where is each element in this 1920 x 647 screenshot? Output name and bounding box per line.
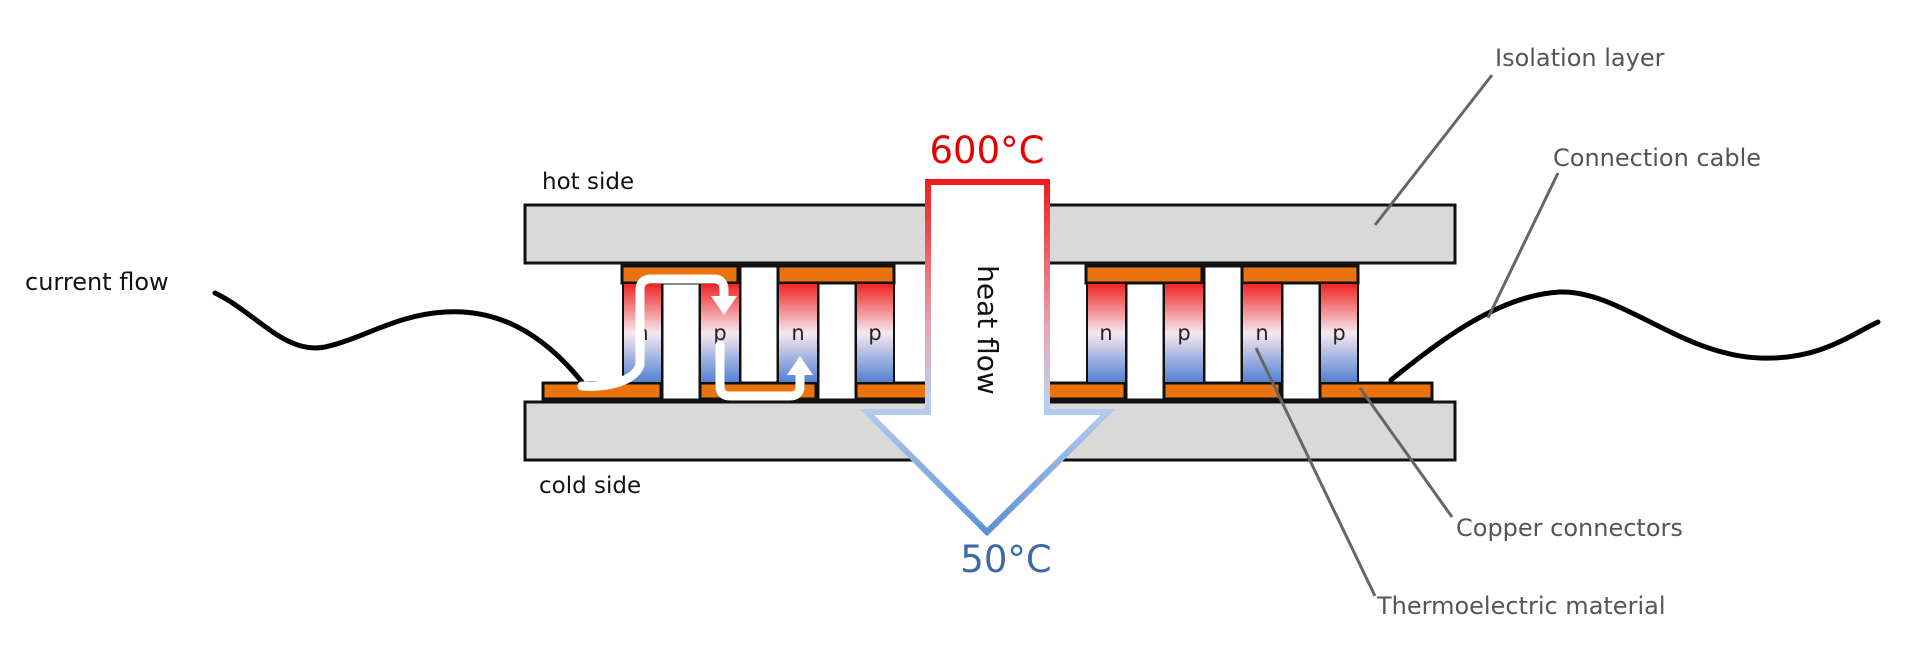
isolation-layer-label: Isolation layer: [1495, 44, 1665, 72]
callout-lines: [1254, 74, 1560, 597]
connection-cable-right: [1388, 289, 1881, 383]
leg-n: [1241, 282, 1283, 384]
hot-temperature: 600°C: [930, 129, 1045, 172]
current-flow-arrowhead-up: [787, 356, 813, 375]
callout-line-thermoelectric-material: [1254, 347, 1377, 597]
callout-line-isolation-layer: [1373, 74, 1494, 226]
leg-label-n: n: [1255, 321, 1268, 345]
leg-n: [1086, 282, 1127, 384]
cold-temperature: 50°C: [960, 538, 1051, 581]
top-copper-connector: [776, 264, 896, 285]
bottom-copper-connector: [1318, 381, 1434, 401]
leg-gap: [1124, 281, 1166, 402]
leg-gap: [1280, 281, 1322, 402]
leg-p: [855, 282, 895, 384]
leg-label-p: p: [1332, 321, 1345, 345]
thermoelectric-material-label: Thermoelectric material: [1376, 592, 1665, 620]
connection-cable-label: Connection cable: [1553, 144, 1761, 172]
current-flow-arrows: [577, 274, 813, 401]
leg-gap: [738, 264, 780, 385]
leg-label-n: n: [1099, 321, 1112, 345]
connection-cable-left: [212, 290, 585, 385]
heat-flow-label: heat flow: [971, 265, 1004, 395]
copper-connectors-label: Copper connectors: [1456, 514, 1683, 542]
current-flow-arrowhead-down: [711, 296, 737, 315]
current-flow-path: [577, 274, 729, 391]
cold-side-label: cold side: [539, 473, 641, 499]
leg-p: [1319, 282, 1359, 384]
leg-label-n: n: [791, 321, 804, 345]
current-flow-label: current flow: [25, 268, 169, 296]
top-copper-connector: [1084, 264, 1204, 285]
leg-label-p: p: [713, 321, 726, 345]
current-flow-path: [715, 340, 805, 401]
leg-p: [1163, 282, 1205, 384]
leg-gap: [816, 281, 858, 402]
leg-label-p: p: [1177, 321, 1190, 345]
bottom-copper-connector: [1162, 381, 1282, 401]
heat-flow-arrow: [859, 179, 1116, 537]
leg-gap: [1202, 264, 1244, 385]
hot-side-label: hot side: [542, 169, 634, 195]
top-copper-connector: [1240, 264, 1360, 285]
leg-label-p: p: [868, 321, 881, 345]
leg-gap: [660, 281, 702, 402]
callout-line-connection-cable: [1486, 172, 1560, 319]
callout-line-copper-connectors: [1358, 387, 1454, 518]
